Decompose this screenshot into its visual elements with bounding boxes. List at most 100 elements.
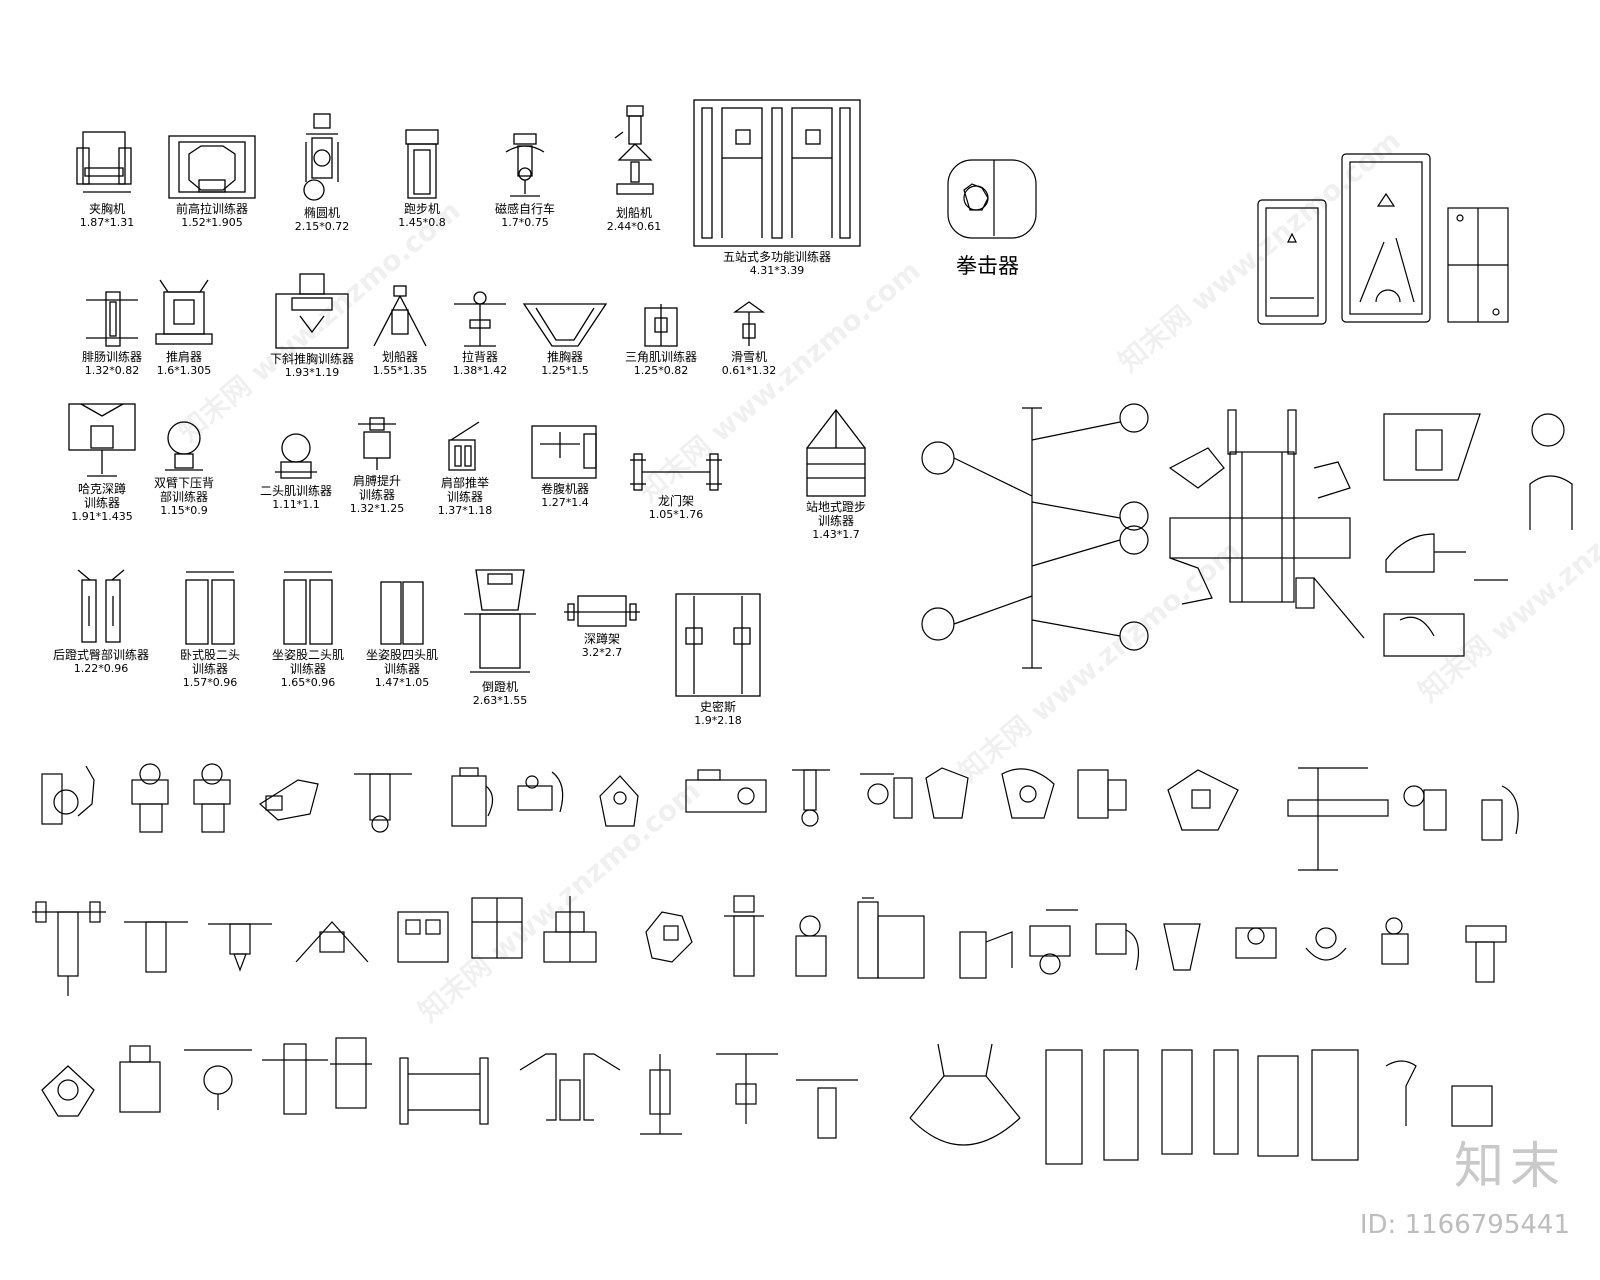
hack-squat-icon (68, 403, 136, 477)
table-tennis-icon (1446, 206, 1510, 324)
decline-press-icon (275, 273, 349, 349)
equipment-icon (1403, 785, 1447, 831)
equipment-rowing-machine: 划船机 2.44*0.61 (594, 104, 674, 233)
equipment-icon (259, 779, 319, 821)
treadmill-icon (405, 129, 439, 199)
equipment-gantry-frame: 龙门架 1.05*1.76 (626, 452, 726, 521)
equipment-name: 跑步机 (403, 202, 440, 216)
seated-quadriceps-icon (380, 581, 424, 645)
equipment-icon (517, 771, 564, 813)
shrug-trainer-icon (358, 417, 396, 470)
equipment-name: 三角肌训练器 (624, 350, 697, 364)
equipment-shoulder-press-2: 肩部推举 训练器 1.37*1.18 (420, 420, 510, 517)
equipment-icon (354, 773, 412, 833)
equipment-squat-rack: 深蹲架 3.2*2.7 (560, 594, 644, 659)
equipment-dimension: 1.27*1.4 (541, 496, 589, 509)
equipment-icon (295, 921, 369, 963)
equipment-name: 下斜推胸训练器 (269, 352, 354, 366)
brand-id: ID: 1166795441 (1359, 1210, 1570, 1240)
equipment-icon (41, 765, 95, 825)
equipment-name: 肩部推举 训练器 (440, 476, 489, 504)
equipment-name: 坐姿股四头肌 训练器 (365, 648, 438, 676)
equipment-arm-pulldown: 双臂下压背 部训练器 1.15*0.9 (134, 420, 234, 517)
equipment-dimension: 1.11*1.1 (272, 498, 320, 511)
equipment-name: 前高拉训练器 (175, 202, 248, 216)
equipment-name: 五站式多功能训练器 (722, 250, 831, 264)
equipment-icon (1287, 767, 1389, 871)
equipment-front-pulldown: 前高拉训练器 1.52*1.905 (162, 134, 262, 229)
rowing-machine-icon (614, 105, 654, 195)
equipment-icon (1163, 923, 1201, 971)
equipment-icon (124, 921, 188, 973)
equipment-name: 哈克深蹲 训练器 (77, 482, 126, 510)
equipment-rower: 划船器 1.55*1.35 (360, 284, 440, 377)
equipment-icon (716, 1053, 778, 1124)
equipment-icon-row-2 (30, 892, 1550, 1002)
equipment-dimension: 1.87*1.31 (79, 216, 135, 229)
equipment-dimension: 1.6*1.305 (156, 364, 212, 377)
equipment-treadmill: 跑步机 1.45*0.8 (382, 128, 462, 229)
brand-logo: 知末 (1454, 1137, 1566, 1195)
equipment-icon (909, 1043, 1021, 1146)
equipment-dimension: 1.57*0.96 (182, 676, 238, 689)
equipment-deltoid-trainer: 三角肌训练器 1.25*0.82 (616, 302, 706, 377)
leg-press-icon (464, 569, 536, 673)
chest-press-icon (522, 303, 608, 347)
equipment-icon (645, 911, 693, 963)
multi-station-gym-icon (1168, 408, 1368, 639)
equipment-hack-squat: 哈克深蹲 训练器 1.91*1.435 (52, 402, 152, 523)
equipment-step-trainer: 站地式蹬步 训练器 1.43*1.7 (786, 408, 886, 541)
equipment-icon (640, 1054, 682, 1135)
equipment-ski-machine: 滑雪机 0.61*1.32 (714, 300, 784, 377)
equipment-calf-trainer: 腓肠训练器 1.32*0.82 (62, 290, 162, 377)
rower-icon (373, 285, 427, 347)
equipment-icon (1481, 785, 1519, 841)
equipment-dimension: 1.25*0.82 (633, 364, 689, 377)
equipment-icon (1381, 917, 1409, 965)
equipment-icon (208, 923, 272, 972)
equipment-name: 夹胸机 (88, 202, 125, 216)
equipment-dimension: 0.61*1.32 (721, 364, 777, 377)
boxing-machine-icon (946, 158, 1038, 240)
equipment-icon (959, 931, 1013, 979)
equipment-name: 后蹬式臀部训练器 (52, 648, 149, 662)
equipment-icon (1305, 927, 1347, 961)
equipment-dimension: 2.15*0.72 (294, 220, 350, 233)
equipment-name: 椭圆机 (303, 206, 340, 220)
seated-hamstring-icon (283, 571, 333, 645)
shoulder-press-icon (155, 279, 213, 345)
equipment-shoulder-press: 推肩器 1.6*1.305 (144, 278, 224, 377)
equipment-shrug-trainer: 肩膊提升 训练器 1.32*1.25 (332, 416, 422, 515)
boxing-machine-label: 拳击器 (956, 254, 1019, 278)
equipment-dimension: 1.55*1.35 (372, 364, 428, 377)
equipment-dimension: 2.44*0.61 (606, 220, 662, 233)
equipment-name: 史密斯 (699, 700, 736, 714)
equipment-chest-fly: 夹胸机 1.87*1.31 (62, 128, 152, 229)
lat-pulldown-icon (454, 291, 506, 347)
equipment-name: 推胸器 (546, 350, 583, 364)
equipment-dimension: 1.05*1.76 (648, 508, 704, 521)
equipment-name: 卷腹机器 (540, 482, 589, 496)
front-pulldown-icon (168, 135, 256, 199)
equipment-biceps-trainer: 二头肌训练器 1.11*1.1 (246, 432, 346, 511)
equipment-dimension: 1.15*0.9 (160, 504, 208, 517)
shoulder-press-2-icon (448, 421, 480, 471)
equipment-dimension: 1.22*0.96 (73, 662, 129, 675)
equipment-dimension: 1.32*1.25 (349, 502, 405, 515)
equipment-dimension: 1.91*1.435 (71, 510, 133, 523)
deltoid-trainer-icon (644, 304, 678, 347)
equipment-icon (519, 1053, 621, 1121)
equipment-decline-press: 下斜推胸训练器 1.93*1.19 (262, 272, 362, 379)
glute-trainer-icon (77, 569, 125, 643)
equipment-dimension: 2.63*1.55 (472, 694, 528, 707)
smith-machine-icon (675, 593, 761, 697)
equipment-five-station: 五站式多功能训练器 4.31*3.39 (686, 98, 868, 277)
equipment-name: 肩膊提升 训练器 (352, 474, 401, 502)
billiard-table-small-icon (1256, 198, 1328, 326)
boxing-station-layout-icon (916, 403, 1156, 674)
equipment-name: 腓肠训练器 (81, 350, 142, 364)
equipment-icon (792, 769, 830, 827)
equipment-name: 双臂下压背 部训练器 (153, 476, 214, 504)
equipment-icon (119, 1045, 161, 1113)
chest-fly-icon (76, 131, 132, 193)
